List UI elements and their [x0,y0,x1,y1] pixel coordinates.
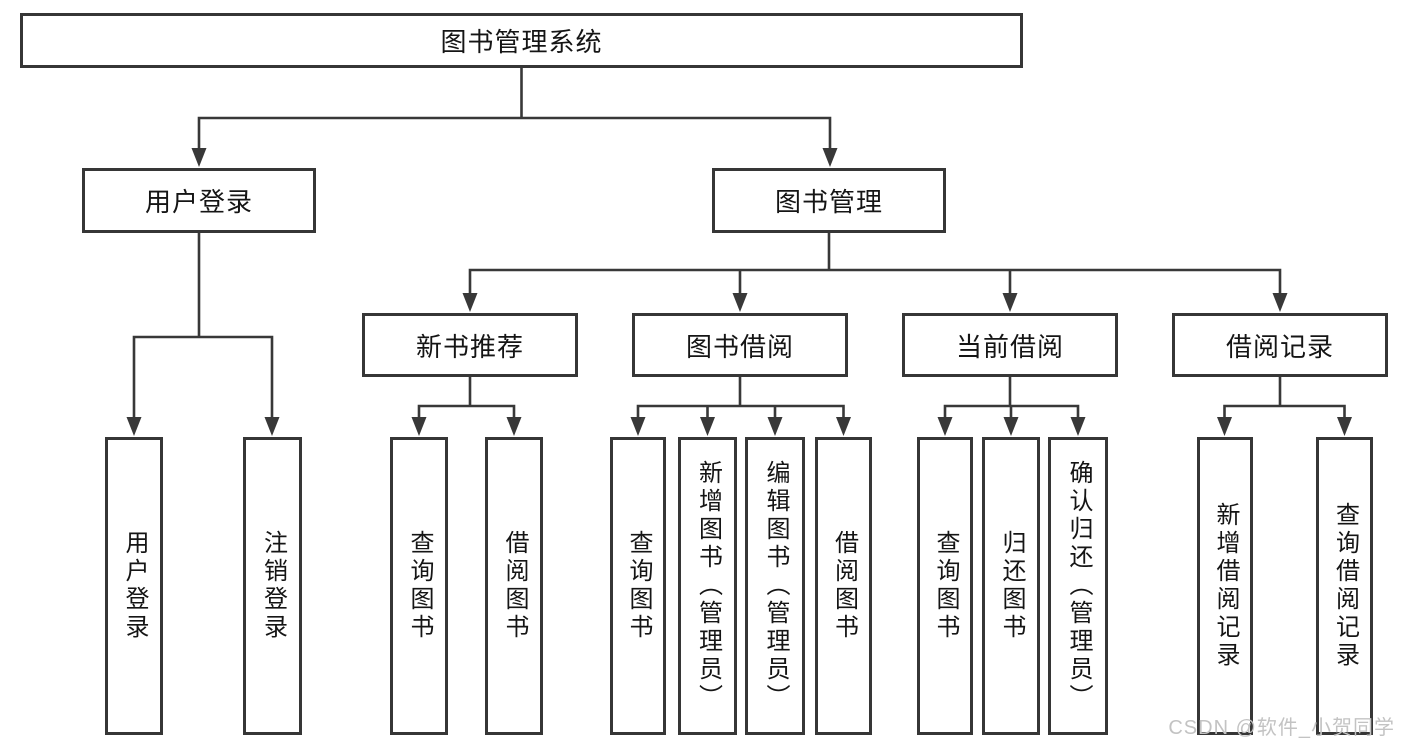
leaf-label: 新增图书（管理员） [694,460,722,712]
leaf-label: 归还图书 [998,530,1025,642]
leaf-label: 注销登录 [259,530,287,642]
connector-bookmgmt-to-level3 [468,233,1282,295]
leaf-label: 新增借阅记录 [1212,502,1239,670]
connector-current-to-leaves [943,377,1080,419]
arrowhead-icon [1337,417,1352,436]
leaf-user-login: 用户登录 [105,437,163,735]
leaf-query-borrow-record: 查询借阅记录 [1316,437,1373,735]
node-current-borrow: 当前借阅 [902,313,1118,377]
arrowhead-icon [937,417,953,436]
arrowhead-icon [630,417,646,436]
leaf-add-borrow-record: 新增借阅记录 [1197,437,1253,735]
leaf-label: 确认归还（管理员） [1065,460,1092,712]
arrowhead-icon [126,417,142,436]
leaf-confirm-return-admin: 确认归还（管理员） [1048,437,1108,735]
leaf-label: 查询图书 [625,530,652,642]
arrowhead-icon [836,417,851,436]
arrowhead-icon [264,417,280,436]
leaf-search-book-current: 查询图书 [917,437,973,735]
leaf-add-book-admin: 新增图书（管理员） [678,437,737,735]
arrowhead-icon [822,148,838,167]
leaf-label: 查询借阅记录 [1331,502,1359,670]
leaf-label: 查询图书 [932,530,959,642]
node-user-login: 用户登录 [82,168,316,233]
leaf-label: 借阅图书 [501,530,528,642]
node-book-management: 图书管理 [712,168,946,233]
leaf-search-book-recommend: 查询图书 [390,437,448,735]
arrowhead-icon [462,293,478,312]
arrowhead-icon [191,148,207,167]
arrowhead-icon [411,417,427,436]
connector-root-to-level2 [197,68,832,150]
arrowhead-icon [732,293,748,312]
leaf-label: 编辑图书（管理员） [762,460,789,712]
node-new-book-recommend: 新书推荐 [362,313,578,377]
connector-newbook-to-leaves [417,377,516,419]
arrowhead-icon [767,417,783,436]
node-borrow-records: 借阅记录 [1172,313,1388,377]
leaf-search-book-borrow: 查询图书 [610,437,666,735]
connector-borrow-to-leaves [636,377,845,419]
leaf-borrow-book-recommend: 借阅图书 [485,437,543,735]
leaf-edit-book-admin: 编辑图书（管理员） [745,437,805,735]
arrowhead-icon [1272,293,1288,312]
csdn-watermark: CSDN @软件_小贺同学 [1168,717,1395,739]
leaf-label: 用户登录 [121,530,148,642]
leaf-label: 借阅图书 [830,530,858,642]
leaf-logout: 注销登录 [243,437,302,735]
node-book-borrow: 图书借阅 [632,313,848,377]
arrowhead-icon [700,417,715,436]
leaf-borrow-book: 借阅图书 [815,437,872,735]
arrowhead-icon [1070,417,1086,436]
arrowhead-icon [1217,417,1232,436]
leaf-label: 查询图书 [406,530,433,642]
arrowhead-icon [1002,293,1018,312]
connector-userlogin-to-leaves [132,233,274,419]
arrowhead-icon [506,417,522,436]
node-root-library-system: 图书管理系统 [20,13,1023,68]
arrowhead-icon [1003,417,1019,436]
connector-records-to-leaves [1223,377,1346,419]
leaf-return-book: 归还图书 [982,437,1040,735]
